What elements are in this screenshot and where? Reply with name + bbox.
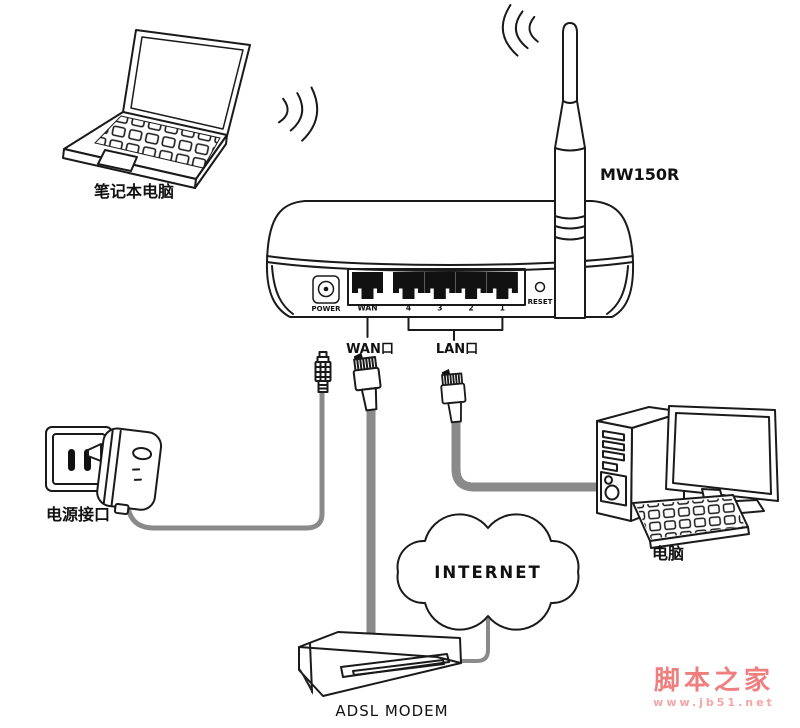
antenna-ring-3 xyxy=(554,236,586,241)
wifi-arc-small xyxy=(528,15,539,43)
router: POWER WAN 4 3 2 1 RESET xyxy=(265,22,635,319)
power-outlet-label: 电源接口 xyxy=(46,505,110,524)
keyboard-keys xyxy=(636,497,745,539)
laptop-label: 笔记本电脑 xyxy=(94,182,174,201)
router-right-contour xyxy=(606,265,629,315)
plug-pins xyxy=(356,357,375,371)
plug-boot xyxy=(447,401,462,424)
plug-base xyxy=(317,380,329,393)
wifi-arc-small xyxy=(277,97,289,124)
modem-slot-outer xyxy=(340,653,450,678)
keyboard-front-edge xyxy=(649,526,750,549)
watermark-site-name: 脚本之家 xyxy=(654,665,774,696)
computer-label: 电脑 xyxy=(652,544,684,563)
router-top-edge xyxy=(266,255,634,266)
tower-button-slot xyxy=(602,461,618,472)
tower-slot-1 xyxy=(602,430,625,442)
modem-top-edge xyxy=(298,646,462,664)
modem-slot-inner xyxy=(352,659,445,676)
plug-pins xyxy=(443,373,461,385)
cloud-modem-line xyxy=(458,608,490,663)
modem-label: ADSL MODEM xyxy=(335,702,448,720)
plug-housing xyxy=(440,382,467,405)
internet-label: INTERNET xyxy=(434,563,542,582)
tower-panel xyxy=(600,471,627,507)
reset-label: RESET xyxy=(528,298,553,306)
cloud-shape xyxy=(396,513,580,631)
power-jack-ring xyxy=(317,280,335,298)
modem-left-shadow xyxy=(300,668,313,695)
wan-rj45-plug xyxy=(352,352,382,412)
wifi-waves-laptop xyxy=(277,86,319,142)
tower-slot-3 xyxy=(602,450,625,462)
outlet-slot-left xyxy=(68,449,75,471)
monitor-screen xyxy=(672,412,772,495)
router-left-contour xyxy=(271,265,294,315)
laptop-screen xyxy=(130,36,244,130)
desktop-computer xyxy=(596,405,779,549)
antenna-joint-top xyxy=(562,100,578,104)
keyboard xyxy=(632,494,750,549)
tower-small-button xyxy=(604,475,613,485)
adapter-nub xyxy=(113,502,130,516)
plug-body-texture xyxy=(315,362,331,381)
antenna-ring-1 xyxy=(554,215,586,220)
laptop-keyboard xyxy=(94,115,221,169)
internet-cloud: INTERNET xyxy=(396,513,580,631)
watermark: 脚本之家 www.jb51.net xyxy=(653,665,775,709)
lan3-label: 3 xyxy=(437,304,442,313)
watermark-site-url: www.jb51.net xyxy=(653,696,775,709)
wall-outlet xyxy=(45,426,113,492)
wan-callout-label: WAN口 xyxy=(346,342,394,357)
wifi-arc-mid xyxy=(289,92,304,132)
wifi-arc-mid xyxy=(514,10,529,50)
laptop-touchpad xyxy=(97,149,138,172)
antenna xyxy=(554,22,586,319)
port-callouts xyxy=(366,317,504,341)
monitor-frame xyxy=(665,405,779,502)
plug-base-texture xyxy=(318,384,328,390)
tower-big-button xyxy=(604,484,620,501)
wifi-arc-large xyxy=(501,4,519,57)
power-jack-pin xyxy=(323,286,329,292)
reset-button xyxy=(534,281,546,293)
cables xyxy=(125,387,605,663)
lan-cable xyxy=(451,415,605,492)
laptop xyxy=(62,29,251,189)
lan-bracket xyxy=(407,317,504,341)
wan-port-label: WAN xyxy=(357,304,377,313)
antenna-ring-2 xyxy=(554,225,586,230)
lan1-label: 1 xyxy=(500,304,505,313)
wifi-arc-large xyxy=(301,86,319,142)
power-barrel-plug xyxy=(314,351,332,393)
power-cable xyxy=(125,387,325,531)
modem-left-cap xyxy=(309,642,313,693)
ports-frame xyxy=(347,268,526,306)
plug-boot xyxy=(360,387,378,412)
router-model-label: MW150R xyxy=(600,165,679,184)
lan-rj45-plug xyxy=(440,368,467,424)
lan4-label: 4 xyxy=(406,304,411,313)
adapter-front-edge xyxy=(102,429,122,507)
adapter-marks xyxy=(132,468,142,481)
antenna-body xyxy=(554,22,586,319)
router-top-edge2 xyxy=(266,261,634,272)
adapter-hole xyxy=(132,447,153,461)
lan-callout-label: LAN口 xyxy=(436,342,478,357)
laptop-base-side xyxy=(194,134,228,189)
plug-housing xyxy=(352,366,382,392)
antenna-joint-bottom xyxy=(554,147,586,152)
adapter-body xyxy=(96,427,163,511)
power-port-label: POWER xyxy=(312,305,342,313)
power-jack-outline xyxy=(312,275,340,304)
tower-slot-2 xyxy=(602,440,625,452)
lan2-label: 2 xyxy=(468,304,473,313)
wifi-waves-antenna xyxy=(501,4,539,57)
power-adapter xyxy=(87,427,163,516)
adsl-modem xyxy=(298,631,462,697)
